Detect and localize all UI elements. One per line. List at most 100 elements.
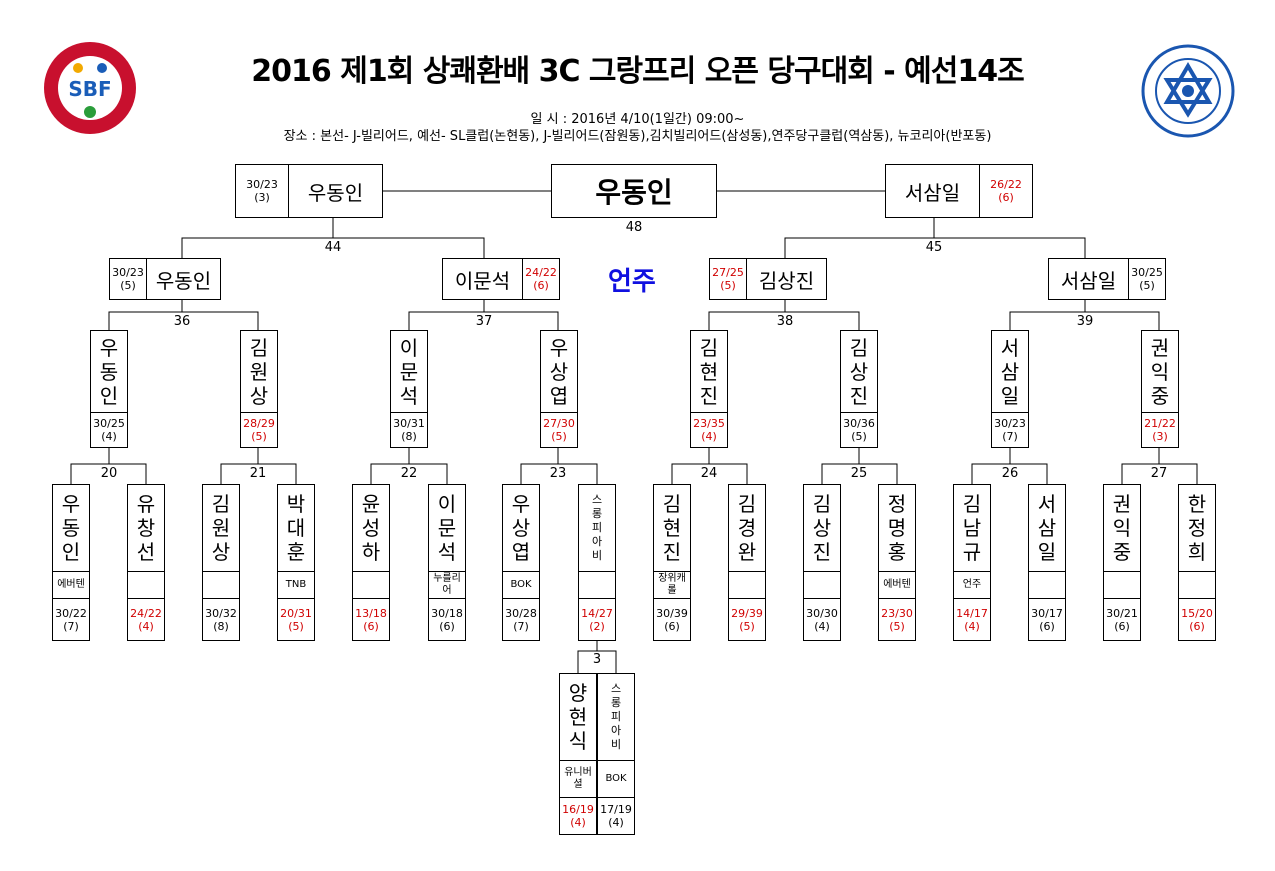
name-char: 우 <box>549 335 569 360</box>
score-cell: 24/22(6) <box>522 258 560 300</box>
match-number: 21 <box>249 466 267 481</box>
match-number: 20 <box>100 466 118 481</box>
score-cell: 15/20(6) <box>1178 598 1216 641</box>
name-char: 대 <box>286 516 306 540</box>
sports-council-logo <box>1141 44 1235 138</box>
name-char: 김 <box>812 492 832 516</box>
name-char: 우 <box>511 492 531 516</box>
club-cell <box>352 571 390 599</box>
club-cell: BOK <box>597 760 635 798</box>
name-char: 이 <box>399 335 419 360</box>
name-char: 상 <box>511 516 531 540</box>
name-char: 희 <box>1187 540 1207 564</box>
name-char: 서 <box>1037 492 1057 516</box>
name-char: 규 <box>962 540 982 564</box>
name-char: 인 <box>99 383 119 408</box>
name-char: 박 <box>286 492 306 516</box>
club-cell <box>728 571 766 599</box>
club-cell <box>1178 571 1216 599</box>
score-cell: 23/35(4) <box>690 412 728 448</box>
club-cell <box>1028 571 1066 599</box>
score-cell: 17/19(4) <box>597 797 635 835</box>
player-name: 이문석 <box>442 258 523 300</box>
match-number: 37 <box>475 314 493 329</box>
club-cell: BOK <box>502 571 540 599</box>
player-name: 우동인 <box>146 258 221 300</box>
name-char: 원 <box>211 516 231 540</box>
sbf-logo: SBF <box>42 40 138 136</box>
score-cell: 30/23(3) <box>235 164 289 218</box>
club-cell <box>578 571 616 599</box>
name-char: 한 <box>1187 492 1207 516</box>
name-char: 삼 <box>1037 516 1057 540</box>
score-cell: 30/32(8) <box>202 598 240 641</box>
name-char: 김 <box>962 492 982 516</box>
name-char: 비 <box>610 738 622 751</box>
name-char: 유 <box>136 492 156 516</box>
name-char: 상 <box>549 359 569 384</box>
score-cell: 30/21(6) <box>1103 598 1141 641</box>
score-cell: 29/39(5) <box>728 598 766 641</box>
score-cell: 30/25(4) <box>90 412 128 448</box>
match-number: 23 <box>549 466 567 481</box>
name-char: 인 <box>61 540 81 564</box>
name-char: 중 <box>1150 383 1170 408</box>
sbf-letters: SBF <box>68 77 111 101</box>
player-name: 김상진 <box>746 258 827 300</box>
name-char: 성 <box>361 516 381 540</box>
name-char: 김 <box>699 335 719 360</box>
score-cell: 30/22(7) <box>52 598 90 641</box>
name-char: 석 <box>399 383 419 408</box>
score-cell: 16/19(4) <box>559 797 597 835</box>
name-char: 익 <box>1112 516 1132 540</box>
name-char: 훈 <box>286 540 306 564</box>
match-number: 26 <box>1001 466 1019 481</box>
name-char: 동 <box>61 516 81 540</box>
name-char: 상 <box>249 383 269 408</box>
name-char: 일 <box>1037 540 1057 564</box>
score-cell: 23/30(5) <box>878 598 916 641</box>
score-cell: 30/31(8) <box>390 412 428 448</box>
name-char: 스 <box>591 493 603 506</box>
name-char: 서 <box>1000 335 1020 360</box>
name-char: 김 <box>662 492 682 516</box>
club-cell: 장위캐롤 <box>653 571 691 599</box>
name-char: 우 <box>61 492 81 516</box>
club-cell <box>202 571 240 599</box>
score-cell: 30/28(7) <box>502 598 540 641</box>
name-char: 문 <box>437 516 457 540</box>
club-cell: 누를리어 <box>428 571 466 599</box>
match-number: 36 <box>173 314 191 329</box>
match-number: 44 <box>324 240 342 255</box>
name-char: 정 <box>887 492 907 516</box>
score-cell: 27/25(5) <box>709 258 747 300</box>
name-char: 선 <box>136 540 156 564</box>
score-cell: 13/18(6) <box>352 598 390 641</box>
club-cell: TNB <box>277 571 315 599</box>
name-char: 권 <box>1112 492 1132 516</box>
club-cell: 에버텐 <box>878 571 916 599</box>
name-char: 아 <box>610 724 622 737</box>
score-cell: 30/23(5) <box>109 258 147 300</box>
name-char: 완 <box>737 540 757 564</box>
score-cell: 30/39(6) <box>653 598 691 641</box>
schedule-text: 일 시 : 2016년 4/10(1일간) 09:00~ <box>530 112 745 127</box>
name-char: 원 <box>249 359 269 384</box>
score-cell: 14/17(4) <box>953 598 991 641</box>
score-cell: 30/23(7) <box>991 412 1029 448</box>
name-char: 정 <box>1187 516 1207 540</box>
match-number: 27 <box>1150 466 1168 481</box>
name-char: 이 <box>437 492 457 516</box>
venue-text: 장소 : 본선- J-빌리어드, 예선- SL클럽(논현동), J-빌리어드(잠… <box>283 129 992 144</box>
